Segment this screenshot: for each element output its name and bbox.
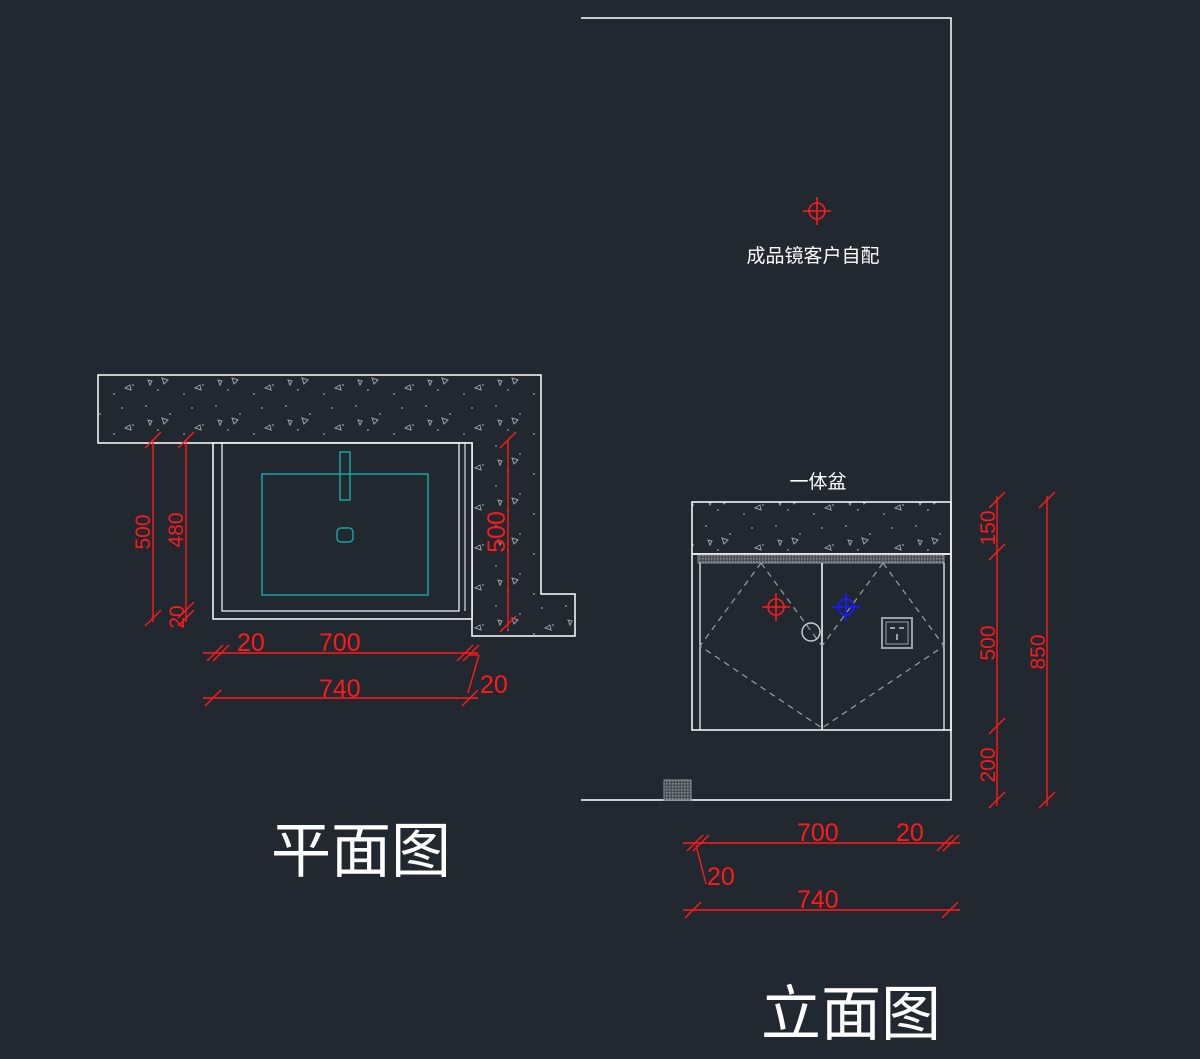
cabinet-door-swing-left-2 (821, 562, 884, 647)
elevation-edge-strip (697, 553, 945, 564)
elevation-countertop (691, 501, 952, 555)
plan-dimension-lines (144, 431, 517, 707)
elev-dim-20-b: 20 (707, 863, 735, 891)
drain-pipe-icon (801, 622, 821, 642)
elev-dim-850: 850 (1027, 634, 1050, 669)
plan-drain (336, 527, 354, 543)
plan-dim-500-left: 500 (132, 514, 155, 549)
cold-water-marker-icon (832, 593, 860, 621)
elev-dim-500: 500 (977, 625, 1000, 660)
elevation-view: 成品镜客户自配 一体盆 (581, 17, 1056, 1050)
plan-dim-700: 700 (319, 629, 361, 657)
elev-dim-700: 700 (797, 819, 839, 847)
plan-dim-500-right: 500 (483, 511, 511, 553)
elevation-wall-outline (581, 17, 952, 801)
cabinet-door-swing-right (760, 562, 823, 647)
basin-note: 一体盆 (789, 471, 846, 493)
plan-dim-20-b: 20 (480, 671, 508, 699)
plan-dim-20-a: 20 (237, 629, 265, 657)
floor-drain-icon (663, 779, 692, 801)
elevation-dimension-lines (683, 491, 1056, 919)
elev-dim-740: 740 (797, 886, 839, 914)
plan-dim-740: 740 (319, 675, 361, 703)
elevation-title: 立面图 (761, 980, 941, 1050)
plan-cabinet-inner (221, 442, 460, 612)
elev-dim-150: 150 (977, 510, 1000, 545)
power-socket-icon (881, 617, 913, 649)
water-supply-marker-icon (762, 593, 790, 621)
elev-dim-200: 200 (977, 747, 1000, 782)
mirror-marker-icon (803, 197, 831, 225)
cabinet-door-swing-left (699, 562, 823, 729)
mirror-note: 成品镜客户自配 (746, 245, 879, 267)
plan-dim-20-small: 20 (166, 605, 189, 628)
cabinet-door-swing-right-2 (821, 562, 945, 729)
plan-view: 500 480 20 500 20 700 740 20 平面图 (97, 374, 576, 887)
plan-dim-480: 480 (165, 512, 188, 547)
plan-basin-outline (261, 473, 429, 596)
plan-cabinet-outer (212, 442, 473, 620)
plan-faucet (339, 451, 351, 501)
elev-dim-20-a: 20 (896, 819, 924, 847)
plan-title: 平面图 (271, 817, 451, 887)
